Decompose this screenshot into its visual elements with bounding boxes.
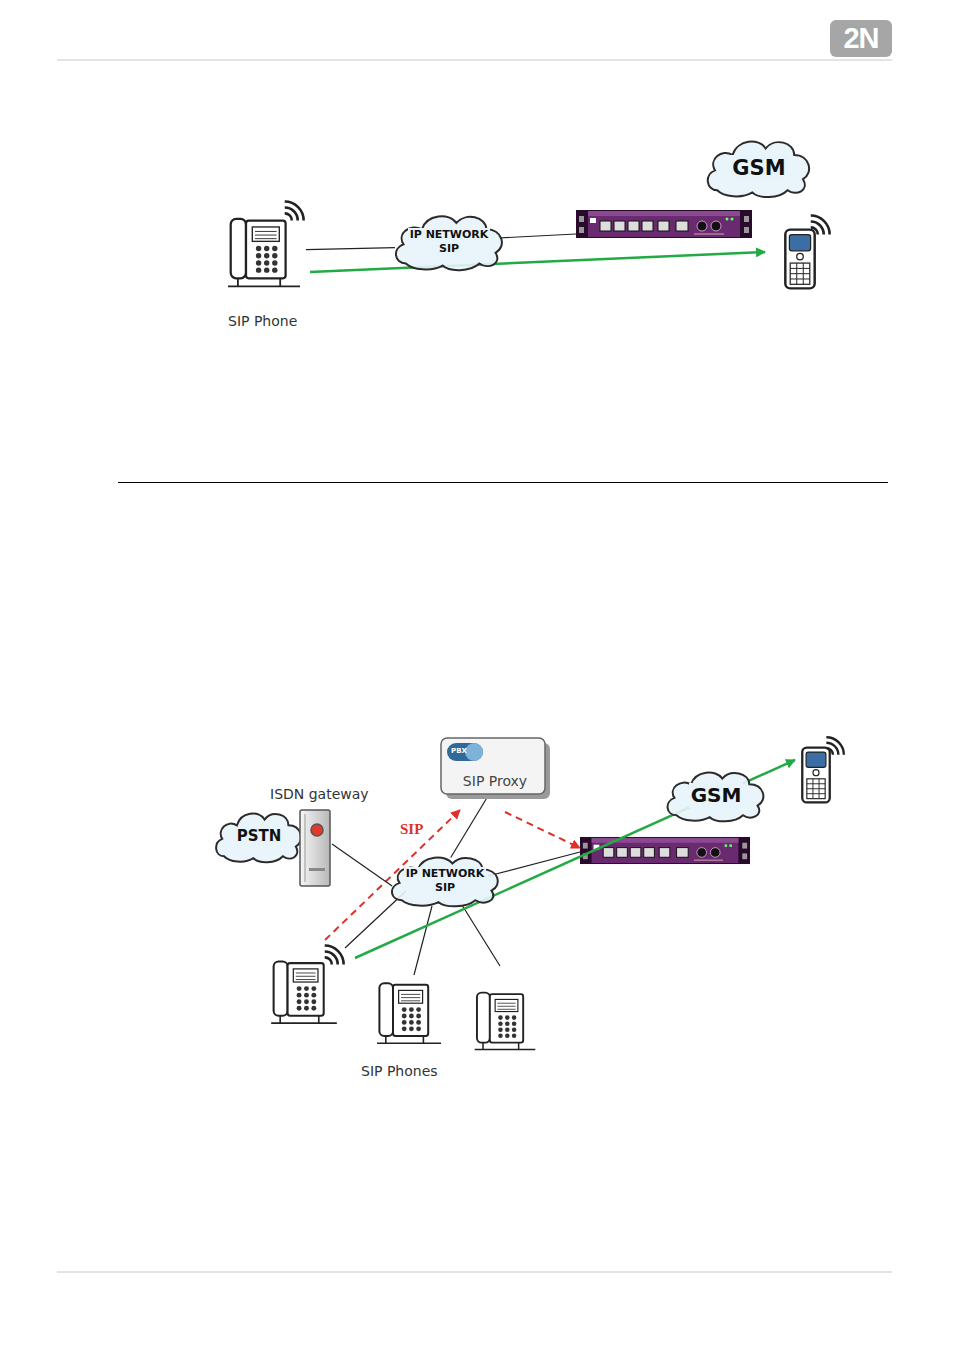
network-link bbox=[306, 248, 395, 250]
wire bbox=[345, 852, 580, 975]
node-title: GSM bbox=[730, 155, 787, 181]
signal-label: SIP bbox=[399, 821, 424, 838]
signal-symbol bbox=[325, 946, 344, 965]
node-title: IP NETWORK bbox=[408, 228, 491, 242]
sip-phone: SIP Phone bbox=[228, 198, 306, 292]
node-title: SIP bbox=[437, 242, 461, 256]
node-title: IP NETWORK bbox=[404, 867, 487, 881]
gateway-device bbox=[580, 837, 750, 864]
group-label: SIP Phones bbox=[361, 1063, 438, 1079]
server-icon bbox=[298, 808, 332, 888]
mobile-phone bbox=[802, 748, 829, 803]
isdn-gateway: ISDN gateway bbox=[298, 808, 332, 888]
network-cloud: IP NETWORKSIP bbox=[392, 208, 507, 272]
gateway-device bbox=[576, 210, 752, 238]
sip-signal-arrow bbox=[505, 812, 580, 848]
mobile-phone bbox=[785, 230, 814, 289]
proxy-outline bbox=[440, 737, 550, 799]
node-label: SIP Phone bbox=[228, 313, 297, 329]
page-rule bbox=[57, 60, 892, 1272]
node-title: SIP bbox=[433, 881, 457, 895]
signal-symbol bbox=[811, 216, 830, 235]
gsm-cloud: GSM bbox=[664, 765, 768, 823]
gsm-cloud: GSM bbox=[704, 133, 814, 199]
wire bbox=[498, 234, 576, 238]
signal-symbol bbox=[826, 737, 843, 754]
network-link bbox=[451, 799, 486, 858]
phone-icon bbox=[228, 198, 306, 292]
proxy-box: PBX SIP Proxy bbox=[440, 737, 550, 799]
brand-logo: 2N bbox=[830, 20, 892, 57]
call-arrow bbox=[355, 760, 795, 958]
pstn-cloud: PSTN bbox=[213, 806, 305, 864]
node-title: SIP Proxy bbox=[440, 773, 550, 789]
node-label: ISDN gateway bbox=[270, 786, 369, 802]
network-link bbox=[332, 844, 392, 886]
call-arrow bbox=[310, 252, 765, 272]
sip-phone bbox=[271, 961, 337, 1023]
network-cloud: IP NETWORKSIP bbox=[388, 850, 503, 908]
logo-text: PBX bbox=[451, 747, 467, 755]
sip-phone bbox=[377, 983, 441, 1043]
section-rule bbox=[118, 482, 888, 483]
sip-phone bbox=[475, 993, 536, 1050]
node-title: PSTN bbox=[235, 827, 284, 846]
node-title: GSM bbox=[689, 783, 744, 808]
node-title: 2N bbox=[843, 22, 878, 55]
